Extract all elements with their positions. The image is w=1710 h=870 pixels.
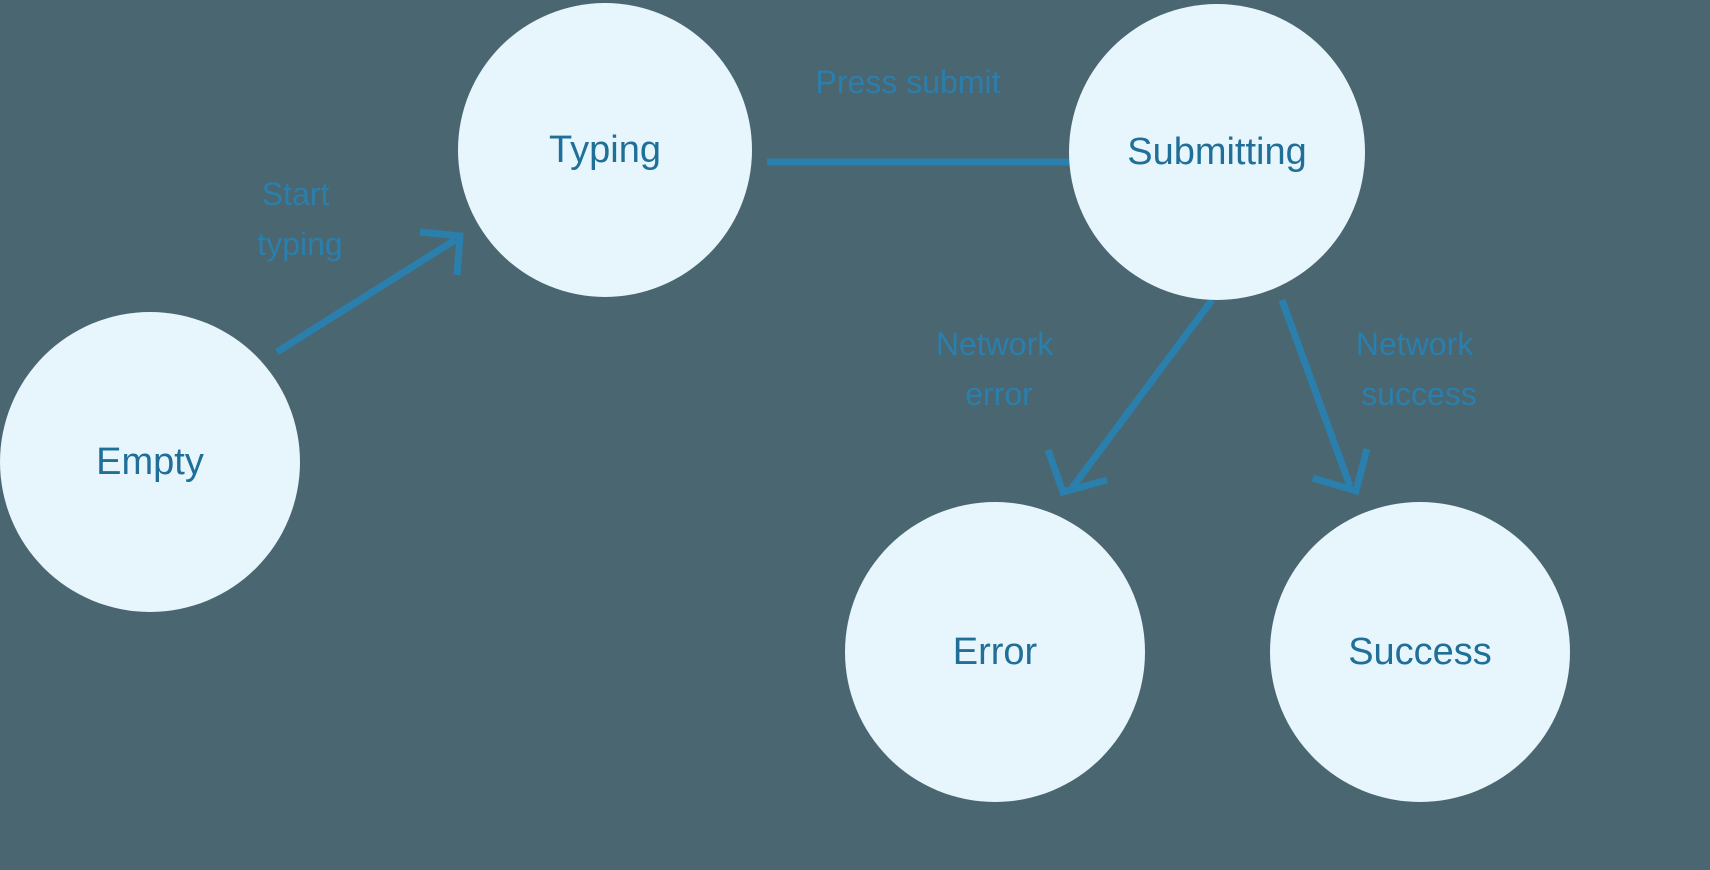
- edge-submitting-to-success-arrowhead: [1311, 448, 1371, 496]
- edge-label-network-success-line-1: Network: [1356, 326, 1474, 362]
- edge-label-network-error-line-2: error: [965, 376, 1033, 412]
- edge-label-start-typing-line-2: typing: [257, 226, 342, 262]
- edge-label-network-success: Network success: [1356, 326, 1482, 412]
- edge-submitting-to-success-line: [1278, 298, 1354, 488]
- edge-submitting-to-success: [1278, 298, 1371, 496]
- node-error[interactable]: Error: [845, 502, 1145, 802]
- node-empty[interactable]: Empty: [0, 312, 300, 612]
- node-typing-label: Typing: [549, 129, 661, 171]
- node-typing-circle[interactable]: [458, 3, 752, 297]
- edge-label-network-success-line-2: success: [1361, 376, 1477, 412]
- node-error-circle[interactable]: [845, 502, 1145, 802]
- edge-empty-to-typing-arrowhead: [419, 228, 464, 276]
- edge-submitting-to-error-arrowhead: [1044, 448, 1108, 497]
- edge-empty-to-typing: [275, 228, 464, 355]
- edge-empty-to-typing-line: [275, 237, 457, 355]
- node-success[interactable]: Success: [1270, 502, 1570, 802]
- node-success-label: Success: [1348, 631, 1492, 673]
- edge-label-press-submit-line-1: Press submit: [816, 64, 1001, 100]
- edge-label-network-error-line-1: Network: [936, 326, 1054, 362]
- node-typing[interactable]: Typing: [458, 3, 752, 297]
- edge-label-press-submit: Press submit: [816, 64, 1001, 100]
- edge-label-start-typing: Start typing: [257, 176, 342, 262]
- node-error-label: Error: [953, 631, 1038, 673]
- node-submitting-label: Submitting: [1127, 131, 1307, 173]
- edge-submitting-to-error-line: [1069, 297, 1215, 491]
- node-empty-label: Empty: [96, 441, 204, 483]
- edge-label-start-typing-line-1: Start: [262, 176, 330, 212]
- node-success-circle[interactable]: [1270, 502, 1570, 802]
- node-empty-circle[interactable]: [0, 312, 300, 612]
- node-submitting-circle[interactable]: [1069, 4, 1365, 300]
- edge-label-network-error: Network error: [936, 326, 1062, 412]
- node-submitting[interactable]: Submitting: [1069, 4, 1365, 300]
- edge-submitting-to-error: [1044, 297, 1215, 497]
